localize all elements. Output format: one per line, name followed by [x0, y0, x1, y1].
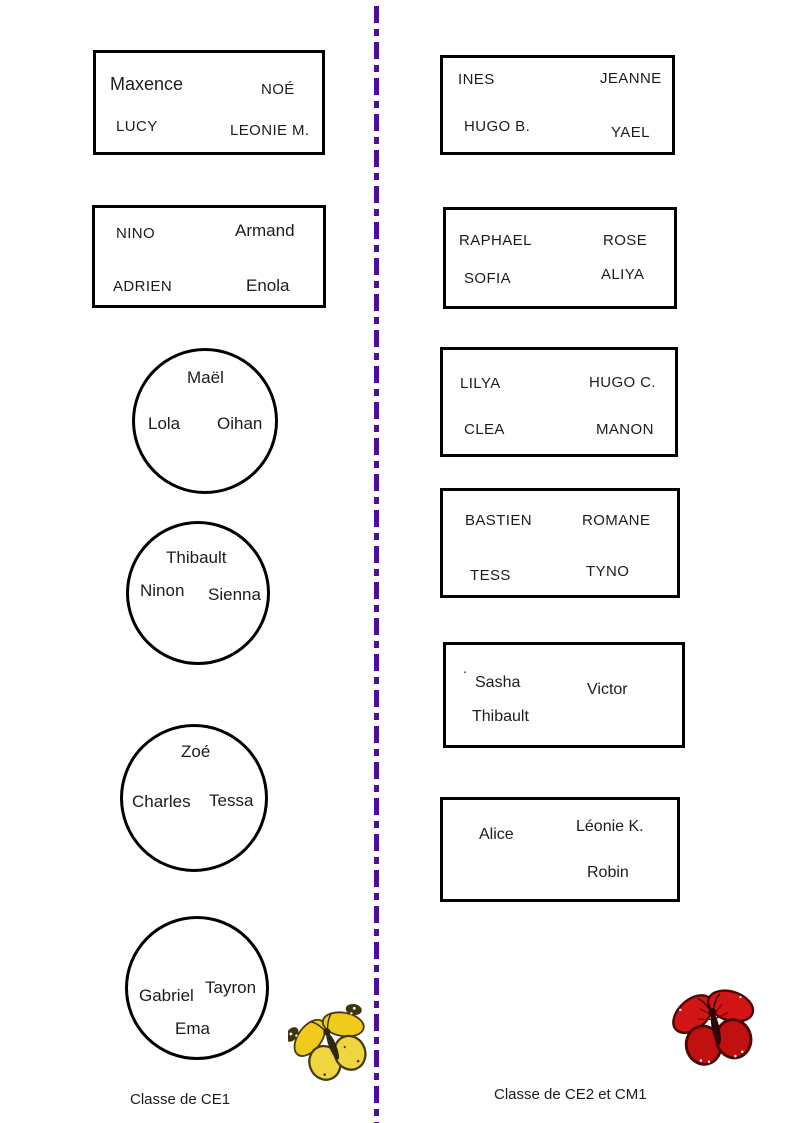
yellow-butterfly-icon: [285, 995, 378, 1090]
student-name: LUCY: [116, 118, 158, 135]
student-name: Ema: [175, 1019, 210, 1038]
student-name: Tessa: [209, 791, 254, 810]
table-circle-ce1-1: Maël Lola Oihan: [132, 348, 278, 494]
student-name: ROMANE: [582, 512, 651, 529]
table-rect-ce2-4: BASTIEN ROMANE TESS TYNO: [440, 488, 680, 598]
table-rect-ce1-1: Maxence NOÉ LUCY LEONIE M.: [93, 50, 325, 155]
student-name: Gabriel: [139, 986, 194, 1005]
student-name: Tayron: [205, 978, 257, 997]
student-name: Charles: [132, 792, 191, 811]
table-rect-ce1-2: NINO Armand ADRIEN Enola: [92, 205, 326, 308]
student-name: ALIYA: [601, 266, 645, 283]
student-name: BASTIEN: [465, 512, 532, 529]
student-name: Lola: [148, 414, 181, 433]
student-name: YAEL: [611, 124, 650, 141]
student-name: HUGO B.: [464, 118, 531, 135]
student-name: MANON: [596, 421, 654, 438]
class-label-ce2-cm1: Classe de CE2 et CM1: [494, 1086, 647, 1103]
table-rect-ce2-5: . Sasha Victor Thibault: [443, 642, 685, 748]
student-name: Ninon: [140, 581, 185, 600]
table-circle-ce1-4: Gabriel Tayron Ema: [125, 916, 269, 1060]
student-name: ADRIEN: [113, 278, 173, 295]
student-name: Victor: [587, 681, 628, 698]
table-rect-ce2-2: RAPHAEL ROSE SOFIA ALIYA: [443, 207, 677, 309]
student-name: TESS: [470, 567, 511, 584]
table-circle-ce1-2: Thibault Ninon Sienna: [126, 521, 270, 665]
student-name: Thibault: [166, 548, 227, 567]
student-name: INES: [458, 71, 495, 88]
student-name: Alice: [479, 826, 514, 843]
student-name: Oihan: [217, 414, 263, 433]
student-name: Thibault: [472, 708, 529, 725]
student-name: Sienna: [208, 585, 261, 604]
student-name: Enola: [246, 276, 290, 295]
student-name: LEONIE M.: [230, 122, 310, 139]
student-name: CLEA: [464, 421, 505, 438]
student-name: TYNO: [586, 563, 630, 580]
student-name: Armand: [235, 221, 295, 240]
class-label-ce1: Classe de CE1: [130, 1091, 231, 1108]
student-name: JEANNE: [600, 70, 662, 87]
student-name: Maxence: [110, 74, 184, 94]
student-name: NINO: [116, 225, 156, 242]
student-name: ROSE: [603, 232, 648, 249]
table-rect-ce2-6: Alice Léonie K. Robin: [440, 797, 680, 902]
student-name: HUGO C.: [589, 374, 656, 391]
student-name: NOÉ: [261, 81, 295, 98]
student-name: SOFIA: [464, 270, 512, 287]
student-name: Maël: [187, 368, 224, 387]
table-circle-ce1-3: Zoé Charles Tessa: [120, 724, 268, 872]
student-name: Robin: [587, 864, 629, 881]
stray-mark: .: [463, 660, 467, 676]
student-name: Zoé: [181, 742, 211, 761]
student-name: Léonie K.: [576, 818, 644, 835]
table-rect-ce2-1: INES JEANNE HUGO B. YAEL: [440, 55, 675, 155]
red-butterfly-icon: [668, 977, 764, 1073]
table-rect-ce2-3: LILYA HUGO C. CLEA MANON: [440, 347, 678, 457]
divider-dashed-line: [374, 6, 379, 1123]
student-name: LILYA: [460, 375, 501, 392]
student-name: Sasha: [475, 674, 521, 691]
student-name: RAPHAEL: [459, 232, 532, 249]
